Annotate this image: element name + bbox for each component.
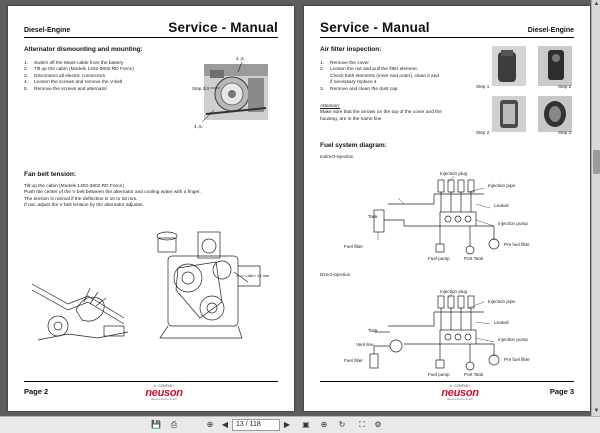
air-filter-steps: 1.Remove the cover 2.Loosen the nut and … bbox=[320, 61, 470, 93]
engine-drawing bbox=[156, 231, 261, 339]
diagram-label: Tank bbox=[368, 214, 378, 219]
next-page-icon[interactable]: ▶ bbox=[283, 420, 291, 429]
step-label: Step 2 bbox=[558, 84, 572, 89]
page-number-input[interactable]: 13 / 118 bbox=[232, 419, 280, 431]
air-filter-photo-3 bbox=[492, 96, 526, 132]
list-item: 1.Switch off the Mass-cable from the bat… bbox=[24, 61, 124, 66]
photo-callout-lines bbox=[201, 61, 243, 123]
diagram-label: Vent line bbox=[356, 342, 374, 347]
list-item: 1.Remove the cover bbox=[320, 61, 369, 66]
header-title: Service - Manual bbox=[168, 20, 278, 35]
list-item: Check both elements (inner and outer), c… bbox=[330, 73, 440, 79]
diagram-label: Injection plug bbox=[440, 289, 468, 294]
section-title-fuel-system: Fuel system diagram: bbox=[320, 142, 387, 149]
diagram-label: Fuel pump bbox=[428, 372, 450, 377]
fuel-diagram-indirect bbox=[373, 175, 500, 255]
fullscreen-icon[interactable]: ⛶ bbox=[359, 420, 365, 429]
diagram-label: Leakoil bbox=[494, 320, 509, 325]
zoom-out-icon[interactable]: ⊕ bbox=[206, 420, 214, 429]
list-item: 4.Loosen the screws and remove the V-bel… bbox=[24, 80, 123, 86]
save-icon[interactable]: 💾 bbox=[151, 420, 161, 429]
page-footer: Page 2 A · COMPANY neuson Baumaschinen G… bbox=[24, 381, 278, 401]
zoom-in-icon[interactable]: ⊕ bbox=[320, 420, 328, 429]
air-filter-photo-1 bbox=[492, 46, 526, 86]
diagram-label: Injection plug bbox=[440, 171, 468, 176]
list-item: 3.Remove and clean the dust cap bbox=[320, 86, 398, 92]
diagram-label: Fuel pump bbox=[428, 256, 450, 261]
page-number: Page 2 bbox=[24, 387, 49, 396]
viewer-toolbar: 💾 ⎙ ⊕ ◀ 13 / 118 ▶ ▣ ⊕ ↻ ⛶ ⚙ bbox=[0, 416, 600, 433]
diagram-label: Injection pump bbox=[498, 337, 528, 342]
list-item: 2.Loosen the nut and pull the filter ele… bbox=[320, 67, 419, 73]
fit-page-icon[interactable]: ▣ bbox=[302, 420, 310, 429]
page-number: Page 3 bbox=[549, 387, 574, 396]
vertical-scrollbar[interactable]: ▲ ▼ bbox=[591, 0, 600, 416]
step-label: Step 2 bbox=[476, 130, 490, 135]
diagram-label: Port Tank bbox=[464, 256, 484, 261]
alternator-steps: 1.Switch off the Mass-cable from the bat… bbox=[24, 61, 164, 93]
page-3: Service - Manual Diesel-Engine Air filte… bbox=[304, 6, 590, 411]
diagram-label: Tank bbox=[368, 328, 378, 333]
page-2: Diesel-Engine Service - Manual Alternato… bbox=[8, 6, 294, 411]
list-item: 2.Tilt up the cabin (Models 1402-3602 RD… bbox=[24, 67, 134, 73]
fuel-diagram-direct bbox=[369, 291, 500, 371]
page-header: Service - Manual Diesel-Engine bbox=[320, 16, 574, 38]
neuson-logo: A · COMPANY neuson Baumaschinen GmbH bbox=[145, 384, 183, 401]
diagram-label: Fuel filter bbox=[344, 358, 363, 363]
document-viewer: Diesel-Engine Service - Manual Alternato… bbox=[8, 0, 600, 416]
photo-label-step: Step 3/4 bbox=[192, 86, 210, 91]
step-label: Step 1 bbox=[476, 84, 490, 89]
diagram-label: Pre fuel filter bbox=[504, 357, 530, 362]
settings-icon[interactable]: ⚙ bbox=[374, 420, 382, 429]
fan-belt-text: Tilt up the cabin (Models 1402-3602 RD F… bbox=[24, 184, 201, 209]
print-icon[interactable]: ⎙ bbox=[170, 420, 178, 429]
section-title-fan-belt: Fan belt tension: bbox=[24, 171, 76, 178]
diagram-label: Leakoil bbox=[494, 203, 509, 208]
attention-note: Attention: Make sure that the arrows on … bbox=[320, 104, 442, 122]
air-filter-photo-2 bbox=[538, 46, 572, 86]
photo-label-bottom: 4.,5. bbox=[194, 124, 203, 129]
previous-page-icon[interactable]: ◀ bbox=[221, 420, 229, 429]
direct-injection-label: Direct-injection bbox=[320, 272, 351, 277]
section-title-alternator: Alternator dismounting and mounting: bbox=[24, 46, 143, 53]
belt-tension-sketch bbox=[31, 283, 129, 341]
neuson-logo: A · COMPANY neuson Baumaschinen GmbH bbox=[441, 384, 479, 401]
diagram-label: Pre fuel filter bbox=[504, 242, 530, 247]
header-title: Service - Manual bbox=[320, 20, 430, 35]
diagram-label: Injection pump bbox=[498, 221, 528, 226]
air-filter-photo-4 bbox=[538, 96, 572, 132]
list-item: 3.Disconnect all electric connectors bbox=[24, 73, 106, 79]
diagram-label: Injection pipe bbox=[488, 299, 516, 304]
page-header: Diesel-Engine Service - Manual bbox=[24, 16, 278, 38]
diagram-label: Port Tank bbox=[464, 372, 484, 377]
list-item: 5.Remove the screws and alternator bbox=[24, 86, 108, 92]
indirect-injection-label: Indirect-injection bbox=[320, 154, 354, 159]
scroll-down-icon[interactable]: ▼ bbox=[593, 408, 600, 414]
scroll-thumb[interactable] bbox=[593, 150, 600, 174]
diagram-label: Fuel filter bbox=[344, 244, 363, 249]
rotate-icon[interactable]: ↻ bbox=[338, 420, 346, 429]
step-label: Step 3 bbox=[558, 130, 572, 135]
diagram-label: Injection pipe bbox=[488, 183, 516, 188]
scroll-up-icon[interactable]: ▲ bbox=[593, 1, 600, 7]
header-subject: Diesel-Engine bbox=[24, 27, 71, 34]
page-footer: A · COMPANY neuson Baumaschinen GmbH Pag… bbox=[320, 381, 574, 401]
list-item: if necessary replace it bbox=[330, 80, 377, 86]
alternator-photo bbox=[204, 64, 268, 120]
section-title-air-filter: Air filter inspection: bbox=[320, 46, 382, 53]
header-subject: Diesel-Engine bbox=[527, 27, 574, 34]
dimension-label: 10 ~ 15 mm bbox=[248, 273, 270, 278]
photo-label-top: 4.,5. bbox=[236, 56, 245, 61]
